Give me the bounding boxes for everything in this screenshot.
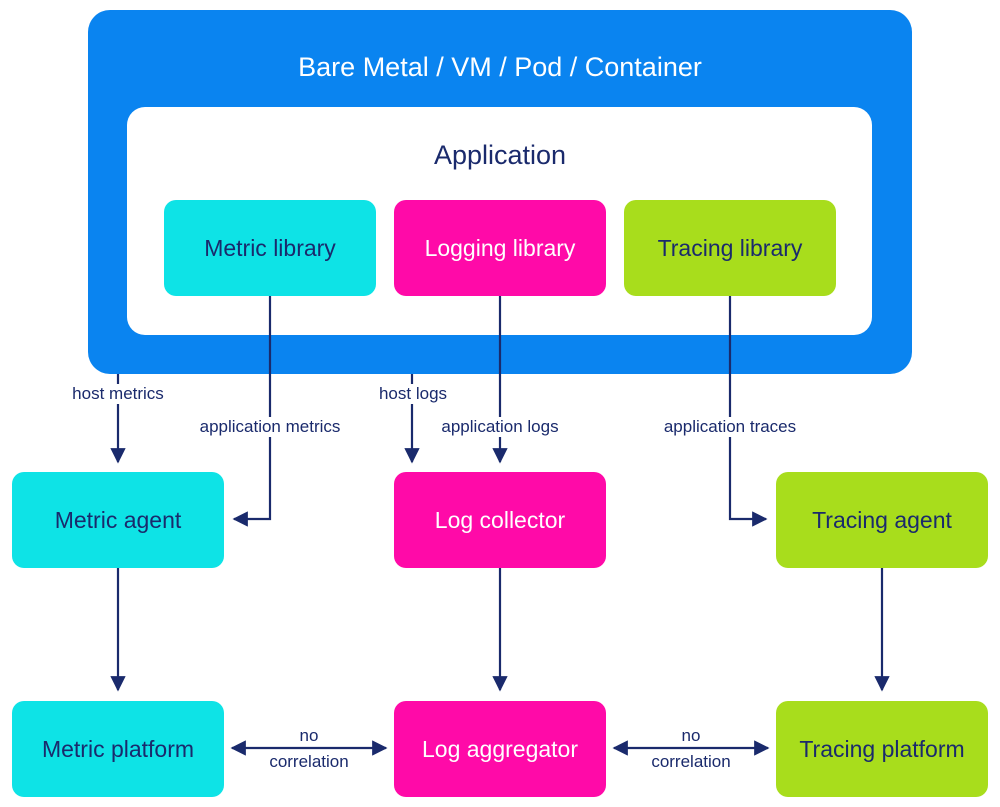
tracing-agent-label: Tracing agent [812,506,952,533]
metric-library-node[interactable]: Metric library [164,200,376,296]
application-metrics-arrow [232,296,272,527]
log-collector-label: Log collector [434,506,566,533]
tracing-agent-node[interactable]: Tracing agent [776,472,988,568]
metric-platform-node[interactable]: Metric platform [12,701,224,797]
log-aggregator-node[interactable]: Log aggregator [394,701,606,797]
tracing-platform-node[interactable]: Tracing platform [776,701,988,797]
no-correlation-left-label-line1: no [299,726,319,745]
tracing-library-label: Tracing library [657,234,803,261]
environment-title: Bare Metal / VM / Pod / Container [298,52,702,82]
metric-platform-label: Metric platform [41,735,195,762]
log-collector-node[interactable]: Log collector [394,472,606,568]
application-title: Application [433,140,567,170]
application-traces-arrow [728,296,768,527]
application-traces-label: application traces [660,417,800,437]
host-logs-label: host logs [375,384,451,404]
log-aggregator-label: Log aggregator [421,735,578,762]
host-metrics-label: host metrics [69,384,167,404]
application-logs-label: application logs [438,417,562,437]
application-metrics-label: application metrics [196,417,344,437]
metric-agent-label: Metric agent [54,506,182,533]
logging-library-node[interactable]: Logging library [394,200,606,296]
no-correlation-right-label-line1: no [681,726,701,745]
tracing-platform-label: Tracing platform [799,735,965,762]
logging-library-label: Logging library [424,234,576,261]
no-correlation-right-label-line2: correlation [651,752,731,771]
tracing-library-node[interactable]: Tracing library [624,200,836,296]
metric-library-label: Metric library [204,234,336,261]
metric-agent-node[interactable]: Metric agent [12,472,224,568]
no-correlation-left-label-line2: correlation [269,752,349,771]
